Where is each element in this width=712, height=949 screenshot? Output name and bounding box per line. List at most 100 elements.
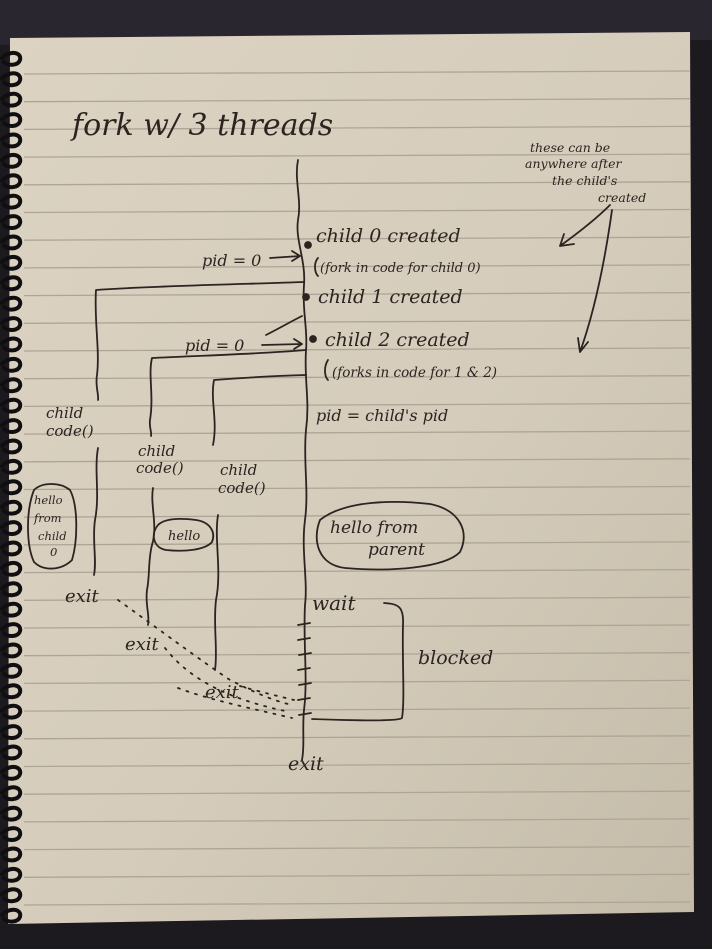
ruled-line xyxy=(23,264,691,269)
ruled-line xyxy=(23,458,691,463)
ruled-line xyxy=(23,153,691,158)
spiral-ring xyxy=(0,765,23,781)
ruled-line xyxy=(23,568,691,574)
fork12-label: (forks in code for 1 & 2) xyxy=(332,365,497,381)
hello-parent-bubble xyxy=(315,501,465,571)
event-dot xyxy=(302,293,310,301)
child-1-branch xyxy=(148,349,307,437)
spiral-ring xyxy=(0,683,23,700)
ruled-line xyxy=(23,208,691,214)
pid-zero-label: pid = 0 xyxy=(185,336,244,355)
exit-dotted-arrow xyxy=(239,685,295,701)
ruled-line xyxy=(23,679,691,685)
spiral-ring xyxy=(0,91,23,108)
spiral-ring xyxy=(0,826,23,842)
child1-created-label: child 1 created xyxy=(318,286,463,308)
bubble-text: child xyxy=(38,529,67,543)
spiral-ring xyxy=(0,173,23,190)
child-code-label: child xyxy=(46,404,83,422)
spiral-binding xyxy=(0,51,23,924)
exit-dotted-arrow xyxy=(164,647,291,713)
diagram-lines xyxy=(27,159,613,761)
spiral-ring xyxy=(0,867,23,883)
ruled-line xyxy=(23,291,691,297)
pid-arrow-icon xyxy=(265,315,303,336)
spiral-ring xyxy=(0,438,23,455)
ruled-line xyxy=(23,402,691,408)
spiral-ring xyxy=(0,744,23,761)
spiral-ring xyxy=(0,459,23,475)
exit-label: exit xyxy=(205,682,240,703)
spiral-ring xyxy=(0,520,23,536)
ruled-line xyxy=(23,624,691,629)
ruled-line xyxy=(23,541,691,546)
spiral-ring xyxy=(0,336,23,353)
spiral-ring xyxy=(0,377,23,394)
spiral-ring xyxy=(0,561,23,577)
exit-label: exit xyxy=(65,586,100,607)
spiral-ring xyxy=(0,112,23,128)
hello-child0-bubble xyxy=(27,483,78,570)
ruled-line xyxy=(23,485,691,491)
diagram-text: fork w/ 3 threads these can be anywhere … xyxy=(33,108,646,775)
spiral-ring xyxy=(0,153,23,169)
child-2-branch xyxy=(211,374,307,446)
note-line: these can be xyxy=(530,140,610,155)
bubble-text: 0 xyxy=(50,545,57,559)
ruled-line xyxy=(23,319,691,324)
spiral-ring xyxy=(0,275,23,292)
child-code-label: code() xyxy=(218,479,266,497)
exit-dotted-arrow xyxy=(117,599,293,706)
spiral-ring xyxy=(0,581,23,598)
wait-label: wait xyxy=(312,591,356,615)
ruled-line xyxy=(23,707,691,712)
spiral-ring xyxy=(0,51,23,67)
fork0-label: (fork in code for child 0) xyxy=(320,261,481,276)
spiral-ring xyxy=(0,887,23,904)
note-line: anywhere after xyxy=(525,156,623,171)
ruled-line xyxy=(23,596,691,601)
ruled-line xyxy=(23,375,691,380)
ruled-line xyxy=(23,762,691,768)
spiral-ring xyxy=(0,907,23,924)
ruled-line xyxy=(23,181,691,186)
child2-created-label: child 2 created xyxy=(325,329,470,351)
fork0-bracket xyxy=(314,257,319,277)
spiral-ring xyxy=(0,295,23,312)
child0-created-label: child 0 created xyxy=(316,225,461,247)
spiral-ring xyxy=(0,642,23,659)
spiral-ring xyxy=(0,357,23,373)
child-code-label: child xyxy=(138,442,175,460)
child-code-label: code() xyxy=(136,459,184,477)
child-1-line xyxy=(145,487,156,626)
spiral-ring xyxy=(0,71,23,88)
ruled-lines xyxy=(23,70,691,906)
child-0-branch xyxy=(94,281,305,401)
ruled-line xyxy=(23,845,691,851)
ruled-line xyxy=(23,818,691,823)
spiral-ring xyxy=(0,622,23,638)
ruled-line xyxy=(23,513,691,518)
note-line: the child's xyxy=(552,173,617,188)
event-dot xyxy=(304,241,312,249)
spiral-ring xyxy=(0,418,23,434)
note-line: created xyxy=(598,190,646,205)
ruled-line xyxy=(23,652,691,657)
notebook-page xyxy=(8,32,694,924)
spiral-ring xyxy=(0,540,23,557)
spiral-ring xyxy=(0,132,23,149)
spiral-ring xyxy=(0,397,23,414)
pid-arrow-icon xyxy=(261,338,303,350)
pid-arrow-icon xyxy=(269,250,301,262)
parent-pid-label: pid = child's pid xyxy=(316,406,448,425)
spiral-ring xyxy=(0,193,23,210)
bubble-text: hello from xyxy=(330,518,418,538)
note-arrow-icon xyxy=(559,204,611,247)
ruled-line xyxy=(23,873,691,878)
child-code-label: child xyxy=(220,461,257,479)
parent-process-line xyxy=(295,159,309,761)
event-dot xyxy=(309,335,317,343)
spiral-ring xyxy=(0,316,23,332)
spiral-ring xyxy=(0,214,23,230)
ruled-line xyxy=(23,125,691,131)
